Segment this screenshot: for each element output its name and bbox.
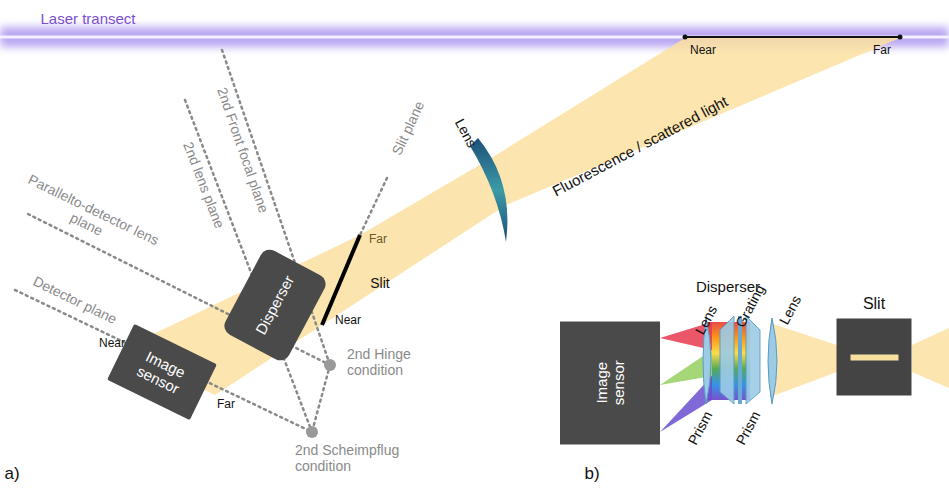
image-sensor-box: Image sensor: [560, 322, 660, 445]
plane-label: 2nd lens plane: [180, 140, 228, 231]
scheimpflug-point: [306, 426, 318, 438]
part-label: Prism: [684, 408, 715, 447]
part-label: Prism: [732, 408, 763, 447]
far-label: Far: [873, 44, 891, 58]
slit-label: Slit: [370, 275, 389, 291]
plane-label: Slit plane: [389, 99, 428, 158]
slit-opening: [850, 354, 898, 360]
node-text: Slit: [863, 295, 885, 313]
part-label: Lens: [776, 293, 804, 327]
node-text: Image sensor: [593, 348, 628, 418]
transect-segment: [685, 36, 900, 38]
plane-lines: [15, 50, 387, 432]
panel-label: a): [4, 464, 19, 484]
far-label: Far: [217, 398, 235, 412]
far-label: Far: [369, 233, 387, 247]
plane-label: Parallelto-detector lens plane: [16, 170, 165, 265]
hinge-point: [324, 359, 336, 371]
panel-label: b): [584, 464, 599, 484]
node-text: Disperser: [252, 273, 297, 338]
slit-line: [322, 235, 360, 325]
lens-symbol: [470, 138, 507, 242]
node-text: Image sensor: [123, 341, 201, 403]
slit-box: Slit: [837, 319, 912, 396]
near-label: Near: [335, 314, 361, 328]
laser-label: Laser transect: [40, 10, 135, 27]
condition-label: 2nd Scheimpflug condition: [295, 442, 405, 474]
condition-label: 2nd Hinge condition: [347, 346, 457, 378]
near-label: Near: [690, 44, 716, 58]
